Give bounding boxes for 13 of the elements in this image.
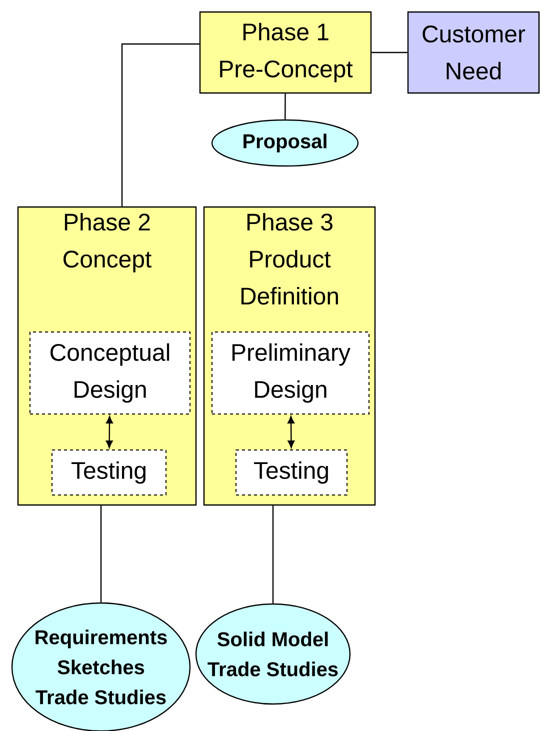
double-arrow (106, 416, 113, 448)
connector (272, 506, 274, 604)
double-arrow (288, 416, 295, 448)
customer-box: Customer Need (407, 11, 540, 94)
activity-box: Testing (236, 450, 348, 496)
activity-box: Testing (52, 450, 166, 496)
connector (121, 43, 200, 206)
phase-box: Phase 1 Pre-Concept (199, 11, 372, 94)
connector (284, 94, 286, 120)
connector (372, 52, 408, 54)
activity-box: Conceptual Design (30, 332, 190, 414)
connector (100, 506, 102, 602)
activity-box: Preliminary Design (212, 332, 370, 414)
